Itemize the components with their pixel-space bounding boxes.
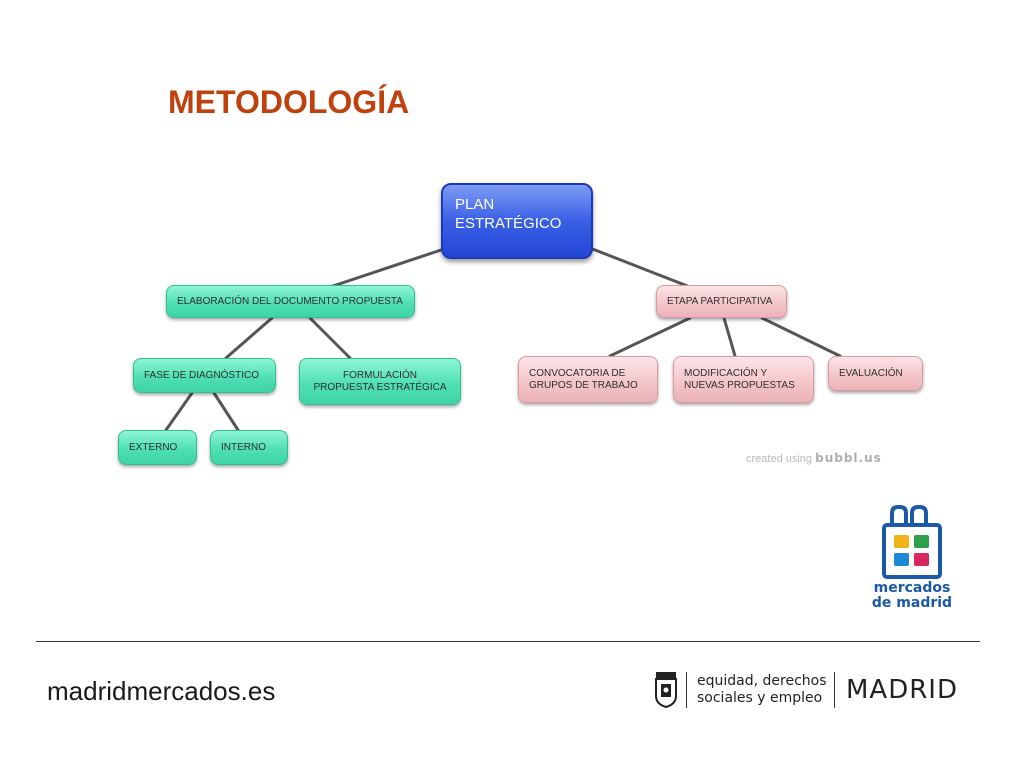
dept-line2: sociales y empleo [697,690,823,706]
node-elaboracion-label: ELABORACIÓN DEL DOCUMENTO PROPUESTA [177,295,403,307]
node-fase-diagnostico: FASE DE DIAGNÓSTICO [133,358,276,393]
bubbl-credit: created using bubbl.us [746,451,882,465]
node-modificacion-label: MODIFICACIÓN Y NUEVAS PROPUESTAS [684,367,795,391]
node-modificacion: MODIFICACIÓN Y NUEVAS PROPUESTAS [673,356,814,403]
credit-prefix: created using [746,453,813,465]
connector-elaboracion-diagnostico [224,316,274,360]
node-evaluacion-label: EVALUACIÓN [839,367,903,379]
credit-brand: bubbl.us [815,451,882,465]
connector-etapa-evaluacion [760,316,842,358]
logo-line2: de madrid [871,595,953,611]
connector-diagnostico-interno [212,391,240,432]
footer-separator [686,672,687,708]
mercados-logo-text: mercados de madrid [862,581,962,611]
mind-map-diagram: PLAN ESTRATÉGICO ELABORACIÓN DEL DOCUMEN… [118,183,923,465]
node-externo: EXTERNO [118,430,197,465]
madrid-wordmark: MADRID [846,675,958,705]
node-evaluacion: EVALUACIÓN [828,356,923,391]
connector-etapa-convocatoria [608,316,692,358]
connector-root-elaboracion [328,246,449,289]
node-interno: INTERNO [210,430,288,465]
node-interno-label: INTERNO [221,441,266,453]
connector-lines [164,246,842,432]
slide-title: METODOLOGÍA [168,84,410,120]
connector-diagnostico-externo [164,391,194,432]
connector-etapa-modificacion [722,316,737,358]
node-externo-label: EXTERNO [129,441,178,453]
node-fase-diagnostico-label: FASE DE DIAGNÓSTICO [144,369,260,381]
node-etapa-participativa-label: ETAPA PARTICIPATIVA [667,295,773,307]
footer-divider [36,641,980,642]
node-elaboracion: ELABORACIÓN DEL DOCUMENTO PROPUESTA [166,285,415,318]
node-formulacion: FORMULACIÓN PROPUESTA ESTRATÉGICA [299,358,461,405]
dept-line1: equidad, derechos [697,673,827,689]
node-etapa-participativa: ETAPA PARTICIPATIVA [656,285,787,318]
mercados-bag-logo-icon [882,505,942,579]
node-plan-estrategico: PLAN ESTRATÉGICO [441,183,593,259]
node-plan-estrategico-label: PLAN ESTRATÉGICO [455,196,562,232]
node-convocatoria-label: CONVOCATORIA DE GRUPOS DE TRABAJO [529,367,638,391]
node-formulacion-label: FORMULACIÓN PROPUESTA ESTRATÉGICA [313,369,447,393]
website-url: madridmercados.es [47,676,276,706]
node-convocatoria: CONVOCATORIA DE GRUPOS DE TRABAJO [518,356,658,403]
connector-root-etapa [588,246,692,289]
logo-line1: mercados [873,580,951,596]
madrid-coat-of-arms-icon [655,672,677,708]
connector-elaboracion-formulacion [308,316,352,360]
department-name: equidad, derechos sociales y empleo [697,673,827,707]
footer-separator [834,672,835,708]
